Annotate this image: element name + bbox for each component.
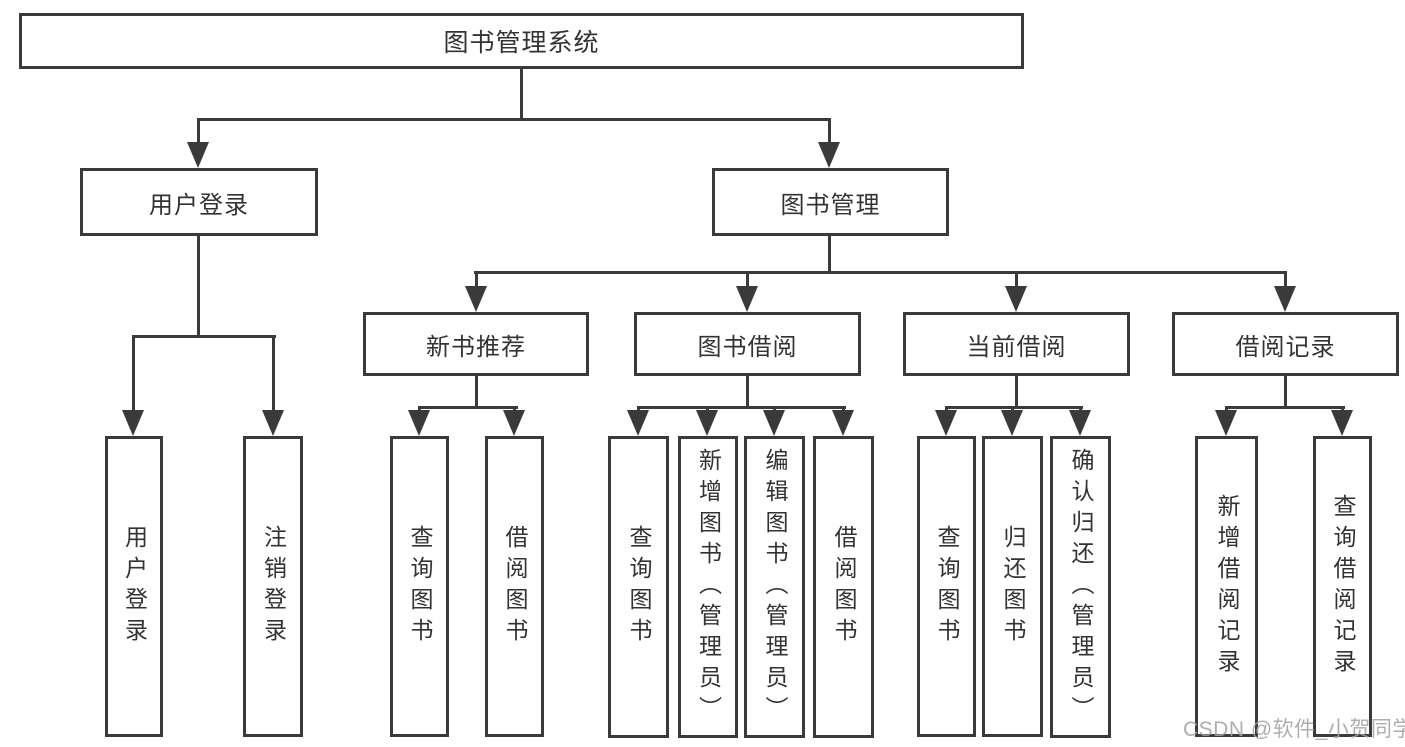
arrow-down-icon [763,410,785,436]
node-new-book-recommend: 新书推荐 [363,312,589,376]
connector-line [1015,375,1018,409]
node-label: 新增借阅记录 [1214,493,1240,680]
node-leaf-edit-book-admin: 编辑图书（管理员） [744,436,805,738]
node-label: 用户登录 [149,191,249,219]
arrow-down-icon [465,286,487,312]
node-leaf-confirm-return-admin: 确认归还（管理员） [1050,436,1111,738]
node-label: 查询图书 [934,524,960,649]
node-label: 借阅图书 [502,524,528,649]
node-leaf-borrow-books: 借阅图书 [485,436,544,737]
node-book-management: 图书管理 [712,168,949,236]
arrow-down-icon [187,142,209,168]
arrow-down-icon [1331,410,1353,436]
connector-line [746,271,749,288]
arrow-down-icon [503,410,525,436]
arrow-down-icon [1069,410,1091,436]
node-book-borrowing: 图书借阅 [634,312,861,376]
node-leaf-user-login: 用户登录 [105,436,163,737]
node-label: 注销登录 [260,524,287,649]
connector-line [132,335,276,338]
arrow-down-icon [935,410,957,436]
node-label: 归还图书 [1000,524,1026,649]
connector-line [197,118,831,121]
connector-line [1284,375,1287,409]
node-leaf-logout: 注销登录 [243,436,303,737]
arrow-down-icon [818,142,840,168]
node-label: 新增图书（管理员） [695,447,722,727]
arrow-down-icon [262,410,284,436]
node-label: 借阅图书 [831,525,857,649]
connector-line [475,271,478,288]
node-current-borrowing: 当前借阅 [903,312,1130,376]
connector-line [418,406,518,409]
arrow-down-icon [627,410,649,436]
connector-line [1284,271,1287,288]
node-label: 查询图书 [626,525,652,649]
node-label: 当前借阅 [966,333,1067,361]
node-label: 用户登录 [121,524,148,649]
arrow-down-icon [1274,286,1296,312]
node-label: 新书推荐 [426,333,526,361]
node-label: 图书管理系统 [443,29,600,57]
arrow-down-icon [1215,410,1237,436]
arrow-down-icon [122,410,144,436]
node-leaf-query-books: 查询图书 [390,436,449,737]
arrow-down-icon [408,410,430,436]
node-borrowing-records: 借阅记录 [1172,312,1399,376]
connector-line [197,235,200,337]
arrow-down-icon [1005,286,1027,312]
node-label: 图书管理 [780,191,881,219]
node-label: 编辑图书（管理员） [762,447,788,727]
node-leaf-query-books: 查询图书 [608,436,669,738]
connector-line [132,335,135,412]
connector-line [828,235,831,274]
connector-line [945,406,1083,409]
connector-line [828,118,831,144]
node-root: 图书管理系统 [19,13,1024,69]
connector-line [1225,406,1345,409]
node-leaf-add-book-admin: 新增图书（管理员） [678,436,738,738]
arrow-down-icon [696,410,718,436]
node-label: 借阅记录 [1235,333,1336,361]
node-user-login: 用户登录 [80,168,318,236]
connector-line [475,375,478,409]
node-label: 查询借阅记录 [1330,493,1356,680]
connector-line [272,335,275,412]
arrow-down-icon [1001,410,1023,436]
node-leaf-borrow-books: 借阅图书 [813,436,874,738]
node-leaf-return-book: 归还图书 [982,436,1043,737]
node-label: 查询图书 [407,524,433,649]
node-label: 图书借阅 [697,333,798,361]
connector-line [746,375,749,409]
arrow-down-icon [832,410,854,436]
connector-line [1015,271,1018,288]
connector-line [474,271,1287,274]
connector-line [197,118,200,144]
connector-line [637,406,846,409]
connector-line [520,68,523,121]
node-leaf-query-borrow-record: 查询借阅记录 [1313,436,1372,737]
arrow-down-icon [736,286,758,312]
node-leaf-add-borrow-record: 新增借阅记录 [1195,436,1258,737]
node-label: 确认归还（管理员） [1068,447,1094,727]
watermark: CSDN @软件_小贺同学 [1183,718,1405,741]
node-leaf-query-books: 查询图书 [917,436,976,737]
